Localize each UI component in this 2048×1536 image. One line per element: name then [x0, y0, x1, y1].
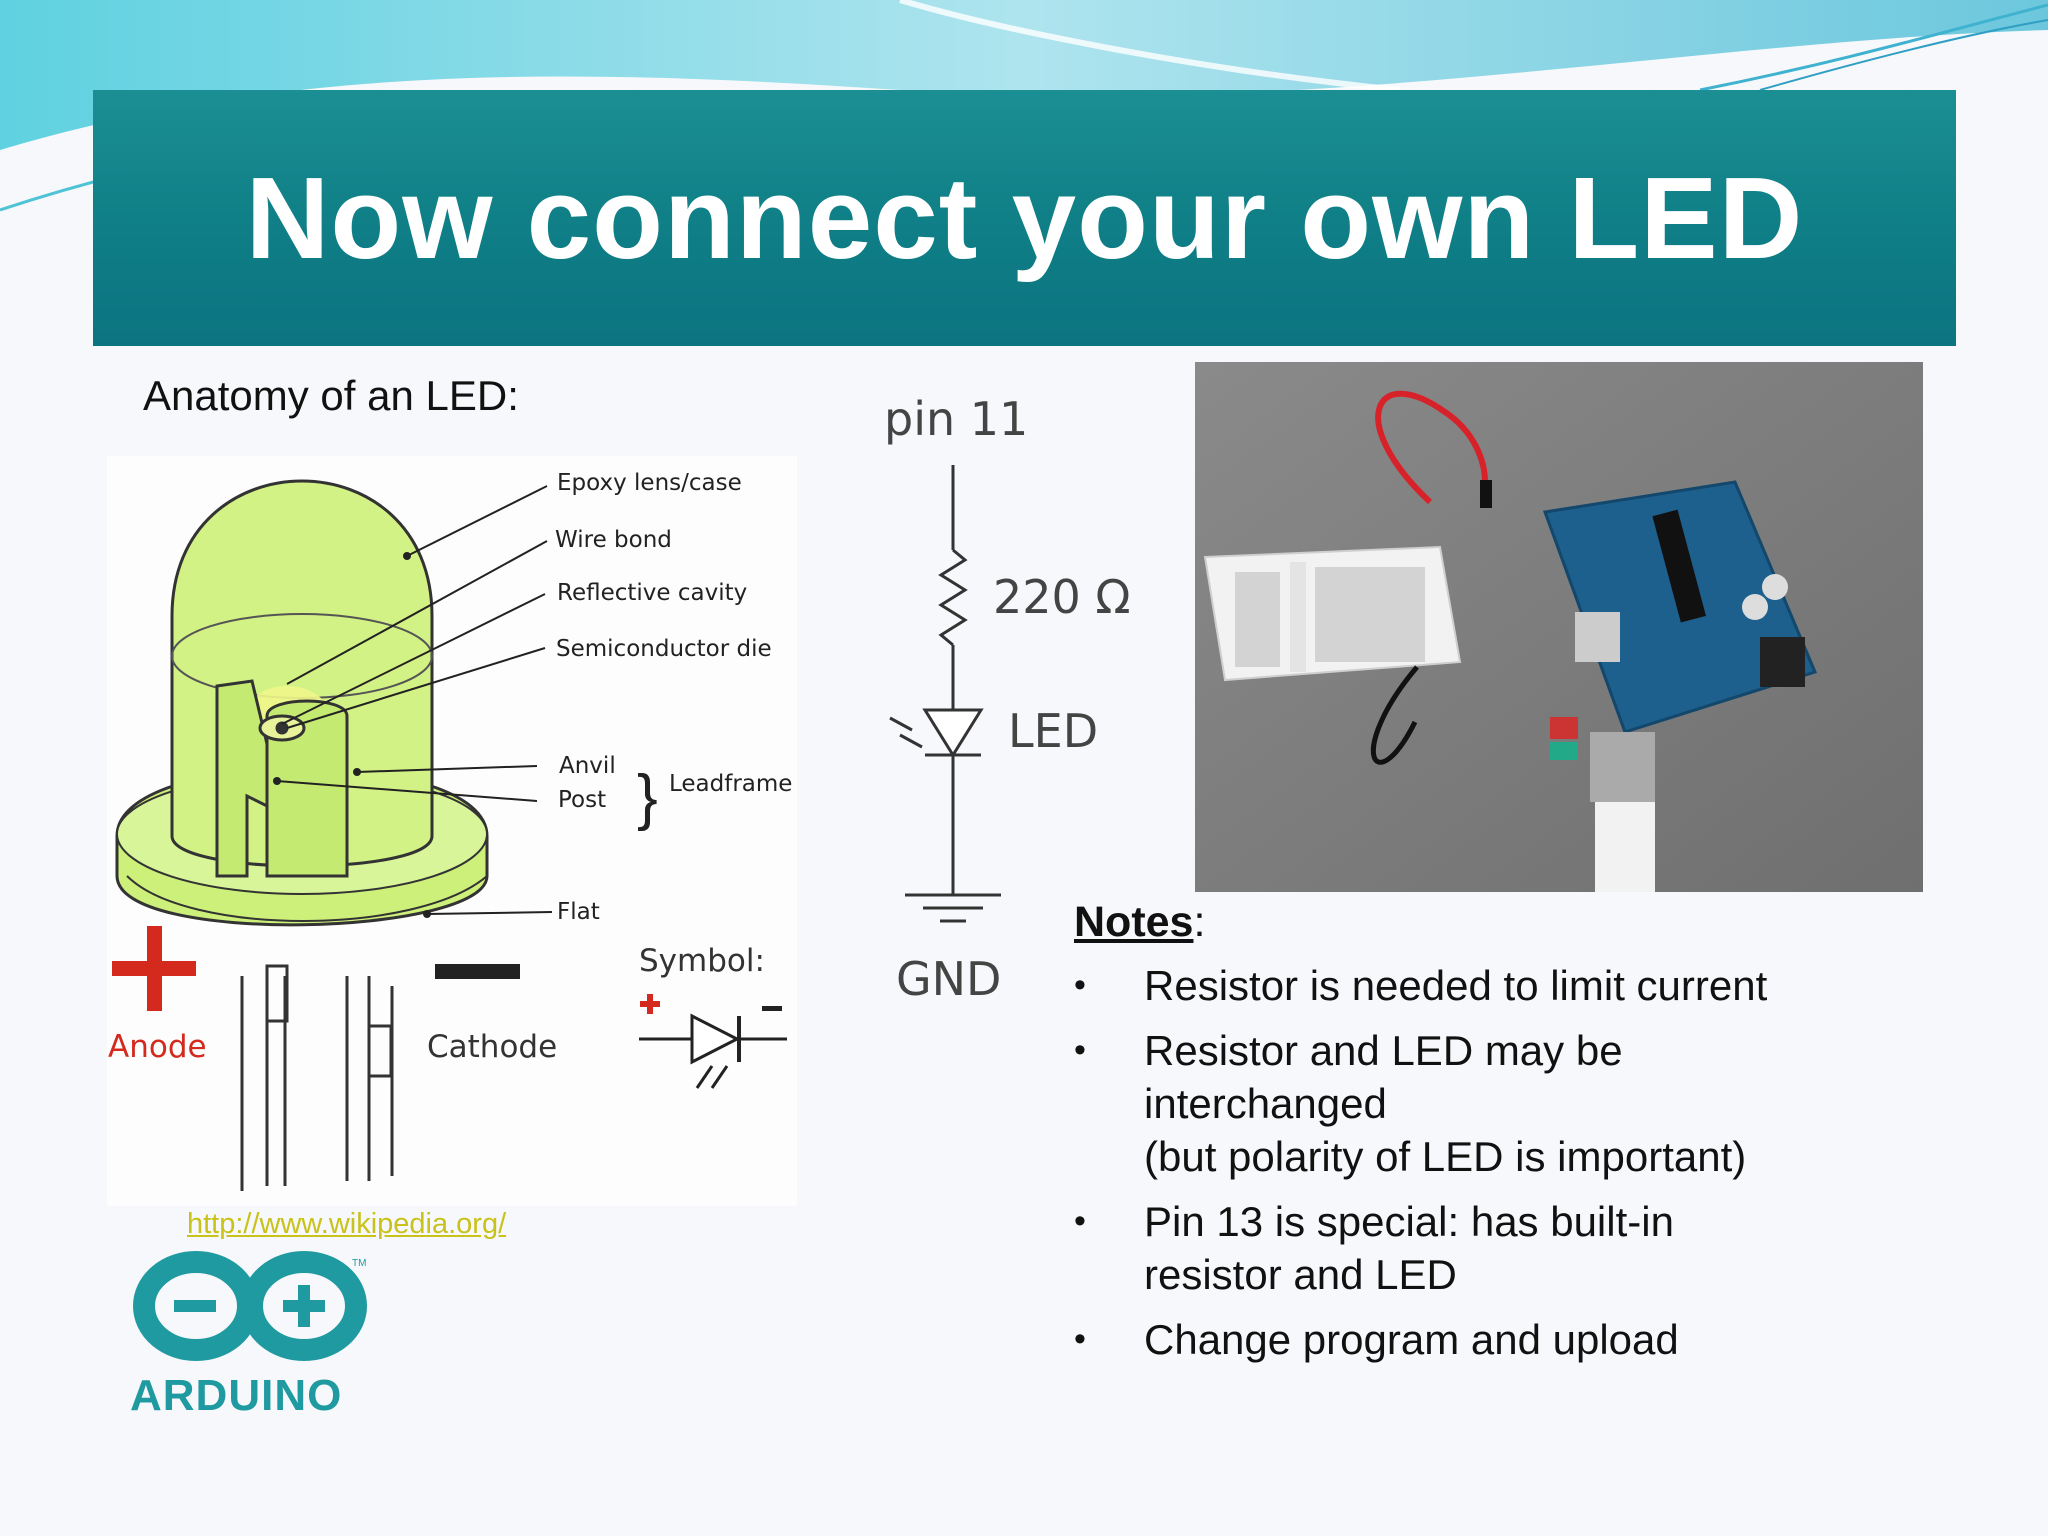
label-reflective-cavity: Reflective cavity: [557, 580, 747, 606]
bullet-icon: •: [1074, 966, 1086, 1004]
schematic-wires: [889, 465, 1001, 923]
label-gnd: GND: [896, 952, 1001, 1006]
note-line: interchanged: [1144, 1080, 1387, 1127]
anatomy-heading: Anatomy of an LED:: [143, 372, 519, 419]
callout-dots: [273, 552, 431, 918]
label-symbol: Symbol:: [639, 943, 765, 979]
label-leadframe: Leadframe: [669, 771, 792, 797]
note-line: Resistor is needed to limit current: [1144, 962, 1768, 1009]
notes-heading: Notes: [1074, 898, 1194, 946]
arduino-wordmark: ARDUINO: [130, 1371, 342, 1418]
breadboard-photo: [1195, 362, 1923, 892]
led-leads: [240, 964, 394, 1191]
wikipedia-link[interactable]: http://www.wikipedia.org/: [187, 1208, 507, 1240]
anode-plus-icon: [112, 926, 196, 1011]
leadframe: [215, 679, 349, 878]
led-anatomy-diagram: Epoxy lens/case Wire bond Reflective cav…: [107, 456, 797, 1206]
bullet-icon: •: [1074, 1031, 1086, 1069]
label-resistor: 220 Ω: [993, 570, 1131, 624]
label-anode: Anode: [108, 1029, 207, 1065]
bullet-icon: •: [1074, 1202, 1086, 1240]
label-pin: pin 11: [884, 392, 1028, 446]
breadboard: [1203, 545, 1462, 682]
trademark: TM: [352, 1258, 366, 1269]
title-band: [93, 90, 1956, 346]
label-cathode: Cathode: [427, 1029, 557, 1065]
leadframe-brace: }: [637, 763, 658, 832]
circuit-schematic: pin 11 220 Ω LED GND: [884, 392, 1131, 1006]
notes-section: Notes: • Resistor is needed to limit cur…: [1074, 898, 1974, 1366]
label-post: Post: [558, 787, 606, 813]
label-flat: Flat: [557, 899, 600, 925]
note-item: • Resistor and LED may be interchanged (…: [1074, 1024, 1974, 1183]
note-line: Change program and upload: [1144, 1316, 1679, 1363]
slide-title: Now connect your own LED: [245, 153, 1804, 283]
note-line: Pin 13 is special: has built-in: [1144, 1198, 1674, 1245]
red-wire: [1375, 390, 1488, 505]
note-line: resistor and LED: [1144, 1251, 1457, 1298]
cathode-minus-icon: [435, 964, 520, 979]
note-item: • Resistor is needed to limit current: [1074, 959, 1974, 1012]
notes-title: Notes:: [1074, 898, 1974, 947]
usb-cable: [1590, 732, 1655, 892]
note-line: Resistor and LED may be: [1144, 1027, 1623, 1074]
black-wire: [1371, 665, 1419, 765]
note-item: • Change program and upload: [1074, 1313, 1974, 1366]
led-symbol-icon: [639, 994, 787, 1089]
notes-colon: :: [1193, 898, 1206, 946]
label-semiconductor-die: Semiconductor die: [556, 636, 772, 662]
bullet-icon: •: [1074, 1320, 1086, 1358]
label-led: LED: [1008, 704, 1098, 758]
arduino-logo: TM ARDUINO: [130, 1251, 367, 1418]
arduino-board: [1542, 480, 1818, 760]
label-wire-bond: Wire bond: [555, 527, 672, 553]
callout-lines: [276, 485, 553, 915]
note-line: (but polarity of LED is important): [1144, 1133, 1747, 1180]
label-anvil: Anvil: [559, 753, 616, 779]
label-epoxy: Epoxy lens/case: [557, 470, 742, 496]
note-item: • Pin 13 is special: has built-in resist…: [1074, 1195, 1974, 1301]
